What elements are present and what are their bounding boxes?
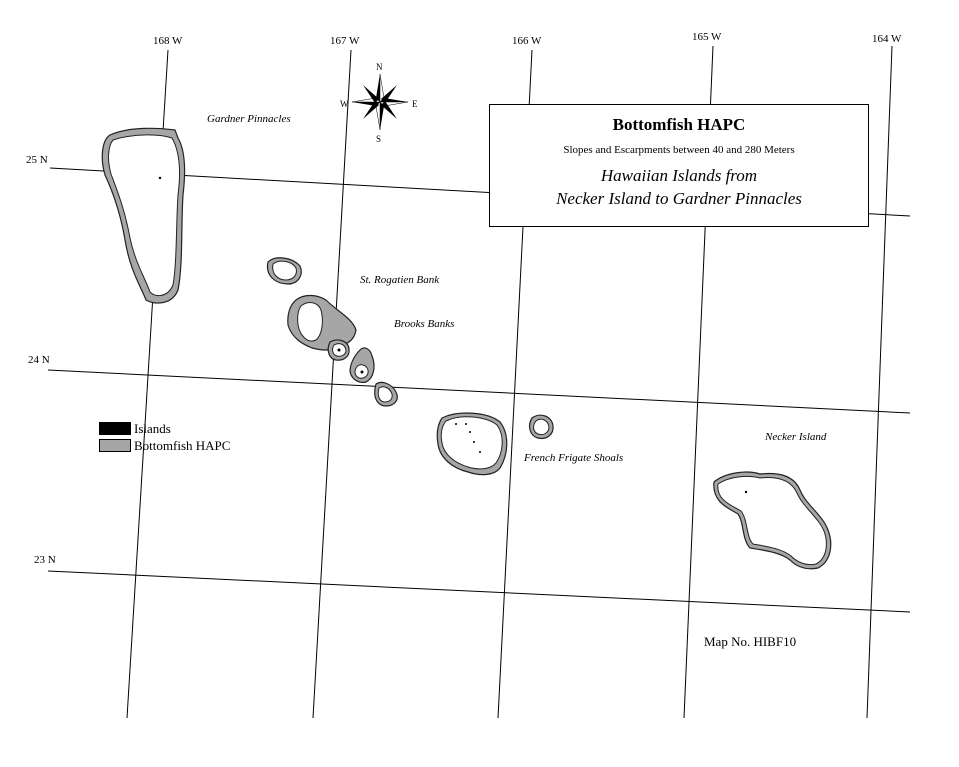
label-french-frigate-shoals: French Frigate Shoals	[523, 452, 623, 464]
label-gardner-pinnacles: Gardner Pinnacles	[207, 113, 291, 125]
ffs-islet-5	[479, 451, 481, 453]
label-164w: 164 W	[872, 33, 902, 45]
region-line-1: Hawaiian Islands from	[600, 166, 758, 185]
label-165w: 165 W	[692, 31, 722, 43]
brooks-islet	[337, 348, 341, 352]
brooks-south-islet	[360, 370, 364, 374]
latitude-line-24n	[47, 369, 911, 414]
label-necker-island: Necker Island	[764, 431, 827, 443]
compass-s: S	[376, 134, 381, 144]
compass-n: N	[376, 62, 383, 72]
label-24n: 24 N	[28, 354, 50, 366]
latitude-line-23n	[47, 570, 911, 613]
label-166w: 166 W	[512, 35, 542, 47]
legend-islands-label: Islands	[134, 420, 171, 436]
compass-rose-icon	[351, 73, 409, 131]
ffs-islet-3	[469, 431, 471, 433]
ffs-islet-2	[465, 423, 467, 425]
longitude-line-164w	[866, 45, 893, 719]
legend-islands: Islands	[99, 420, 230, 437]
label-167w: 167 W	[330, 35, 360, 47]
hapc-swatch	[99, 439, 131, 452]
label-168w: 168 W	[153, 35, 183, 47]
compass-w: W	[340, 99, 349, 109]
region-line-2: Necker Island to Gardner Pinnacles	[556, 189, 802, 208]
ffs-islet-4	[473, 441, 475, 443]
legend-hapc: Bottomfish HAPC	[99, 437, 230, 454]
map-number: Map No. HIBF10	[704, 634, 797, 649]
necker-islet	[744, 490, 748, 494]
islands-swatch	[99, 422, 131, 435]
label-st-rogatien-bank: St. Rogatien Bank	[360, 274, 440, 286]
title-box: Bottomfish HAPC Slopes and Escarpments b…	[489, 104, 869, 227]
label-brooks-banks: Brooks Banks	[394, 318, 454, 330]
region-description: Hawaiian Islands from Necker Island to G…	[490, 164, 868, 210]
label-25n: 25 N	[26, 154, 48, 166]
legend: Islands Bottomfish HAPC	[99, 420, 230, 454]
legend-hapc-label: Bottomfish HAPC	[134, 437, 231, 453]
map-title: Bottomfish HAPC	[612, 115, 746, 134]
compass-e: E	[412, 99, 418, 109]
label-23n: 23 N	[34, 554, 56, 566]
ffs-islet-1	[455, 423, 457, 425]
map-subtitle: Slopes and Escarpments between 40 and 28…	[563, 144, 795, 156]
gardner-island	[158, 176, 162, 180]
